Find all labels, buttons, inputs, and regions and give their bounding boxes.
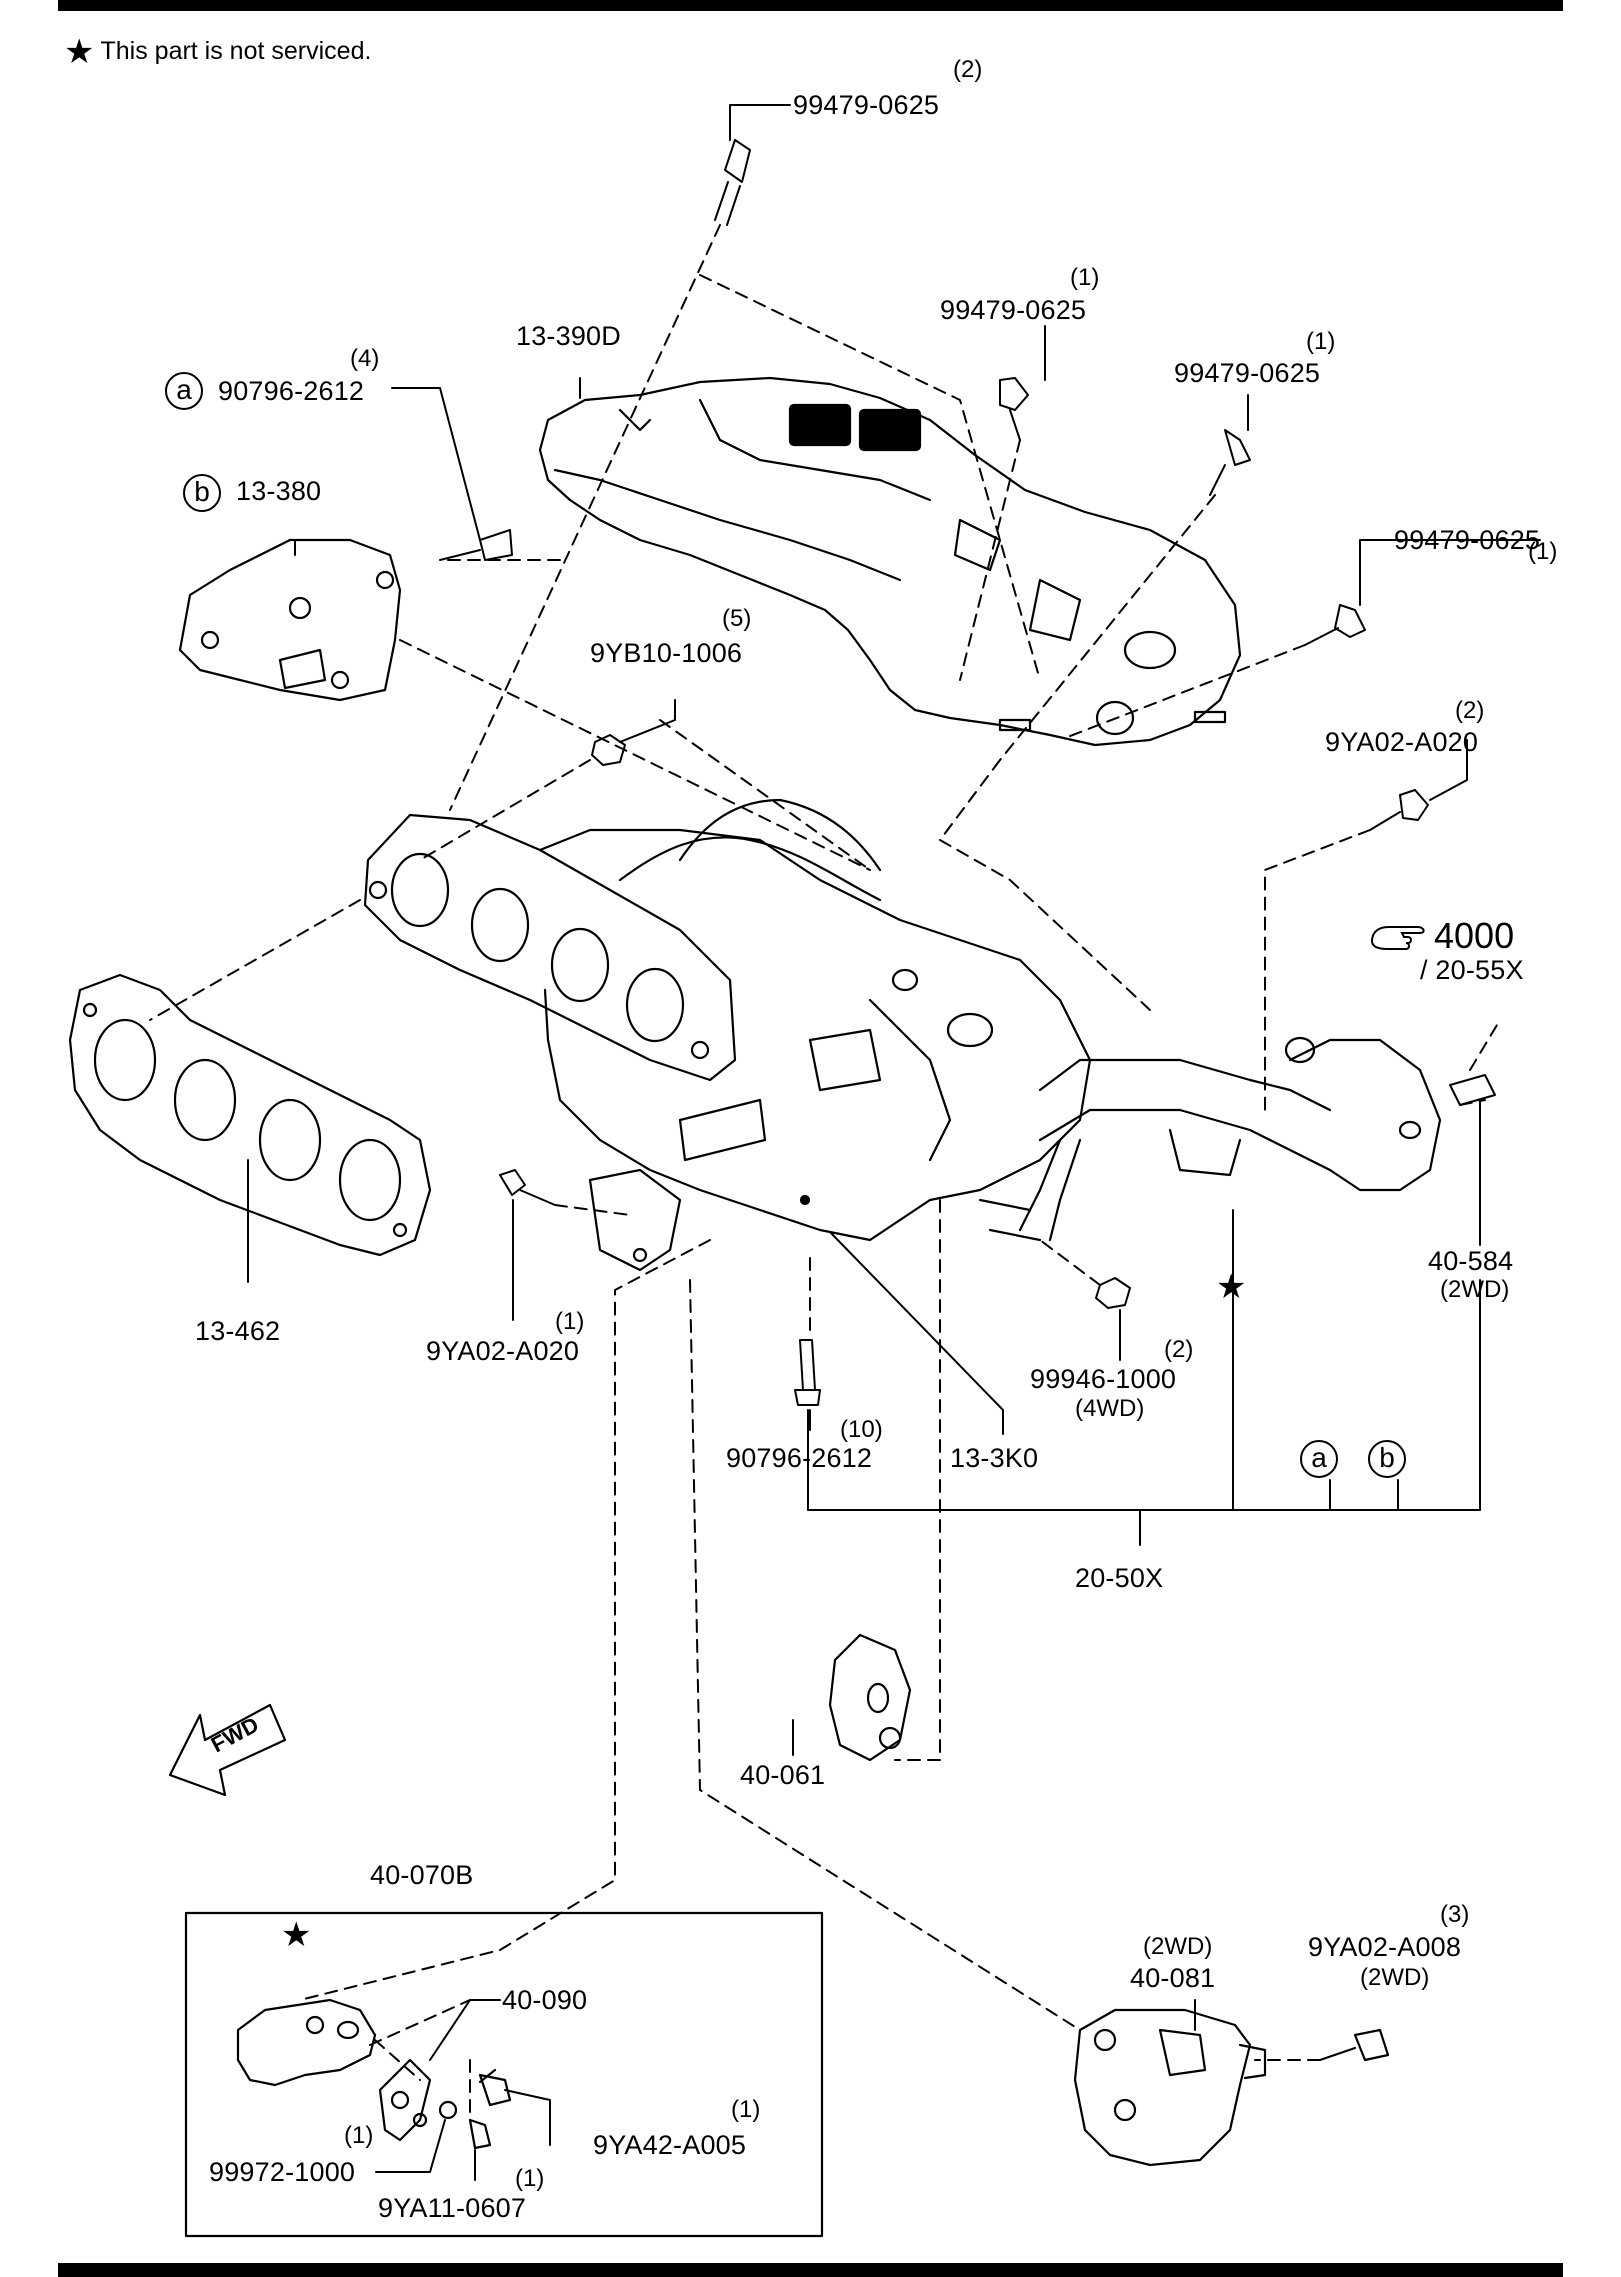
stud-40584-qty: (2WD) [1440,1276,1510,1303]
nut-99946-part: 99946-1000 [1030,1364,1177,1394]
nut-9ya11-qty: (1) [515,2165,545,2192]
star-mark-box: ★ [281,1916,312,1954]
front-pipe-drawing [978,1036,1442,1242]
bolt-hs3-qty: (1) [1528,538,1558,565]
bracket-13-380-drawing [178,538,402,702]
star-icon: ★ [64,33,95,71]
bolt-90796-qty: (10) [840,1416,883,1443]
ref-4000-main: 4000 [1434,915,1515,956]
leader-lines [247,104,1541,2181]
bracket-40090-label: 40-090 [502,1985,588,2015]
fasteners-drawing [439,139,1496,1406]
hanger-drawing [828,1633,912,1762]
callout-b-assembly: b [1368,1440,1406,1478]
bracket-13-380-label: 13-380 [236,476,322,506]
gasket-label: 13-462 [195,1316,281,1346]
nut-9yb10-qty: (5) [722,605,752,632]
stud-40584-part: 40-584 [1428,1246,1514,1276]
bracket-box-frame [184,1911,824,2238]
bolt-9ya02-left-part: 9YA02-A020 [426,1336,580,1366]
callout-b: b [183,474,221,512]
nut-9ya11-part: 9YA11-0607 [378,2193,527,2223]
dashed-lines [149,224,1501,2121]
pointing-hand-icon [1370,926,1425,950]
bolt-top-part: 99479-0625 [793,90,940,120]
nut-99946-qty: (2) [1164,1336,1194,1363]
manifold-label: 13-3K0 [950,1443,1039,1473]
bottom-border [58,2263,1563,2277]
star-mark-pipe: ★ [1216,1268,1247,1306]
bolt-9ya02-right-part: 9YA02-A020 [1325,727,1479,757]
bolt-9ya02-a008-part: 9YA02-A008 [1308,1932,1462,1962]
bracket-bolt-part: 90796-2612 [218,376,365,406]
nut-99946-note: (4WD) [1075,1395,1145,1422]
bolt-9ya42-qty: (1) [731,2096,761,2123]
fwd-arrow-drawing [168,1703,287,1797]
callout-a: a [165,372,203,410]
bracket-40081-part: 40-081 [1130,1963,1216,1993]
nut-9yb10-part: 9YB10-1006 [590,638,743,668]
bolt-hs3-part: 99479-0625 [1394,525,1541,555]
ref-4000-sub: / 20-55X [1420,955,1524,985]
bolt-hs2-part: 99479-0625 [1174,358,1321,388]
bolt-9ya02-left-qty: (1) [555,1308,585,1335]
washer-qty: (1) [344,2122,374,2149]
bracket-box-label: 40-070B [370,1860,474,1890]
note-text: This part is not serviced. [100,37,372,65]
hanger-label: 40-061 [740,1760,826,1790]
bracket-40070b-drawing [236,1998,512,2150]
bracket-40081-note: (2WD) [1143,1933,1213,1960]
bolt-top-qty: (2) [953,56,983,83]
assembly-label: 20-50X [1075,1563,1164,1593]
heat-shield-label: 13-390D [516,321,621,351]
bolt-90796-part: 90796-2612 [726,1443,873,1473]
washer-part: 99972-1000 [209,2157,356,2187]
heat-shield-drawing [538,376,1242,747]
bolt-9ya42-part: 9YA42-A005 [593,2130,747,2160]
exhaust-manifold-drawing [363,798,1092,1272]
callout-a-assembly: a [1300,1440,1338,1478]
bolt-9ya02-a008-qty: (3) [1440,1901,1470,1928]
not-serviced-note: ★This part is not serviced. [64,32,371,72]
bolt-9ya02-right-qty: (2) [1455,697,1485,724]
top-border [58,0,1563,11]
bolt-hs2-qty: (1) [1306,328,1336,355]
bolt-9ya02-a008-note: (2WD) [1360,1964,1430,1991]
bracket-bolt-qty: (4) [350,345,380,372]
gasket-drawing [68,973,432,1257]
bolt-hs1-qty: (1) [1070,264,1100,291]
bolt-hs1-part: 99479-0625 [940,295,1087,325]
bracket-40081-drawing [1073,2008,1390,2167]
